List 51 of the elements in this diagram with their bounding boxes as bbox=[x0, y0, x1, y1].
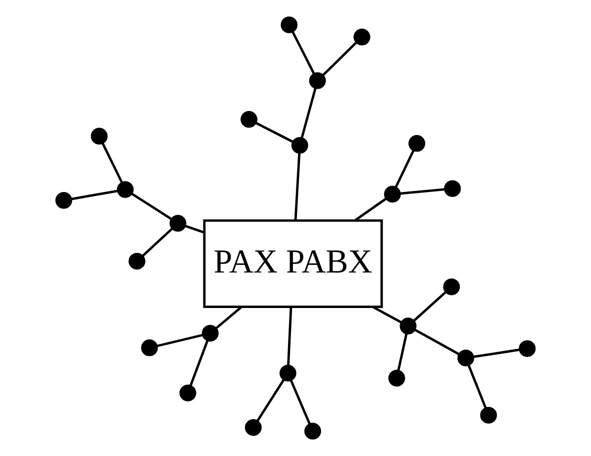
node-circle bbox=[400, 318, 416, 334]
connector bbox=[142, 228, 174, 257]
connector bbox=[414, 328, 460, 356]
node-circle bbox=[179, 384, 196, 402]
node-circle bbox=[141, 339, 158, 356]
connector bbox=[294, 153, 301, 220]
node-circle bbox=[116, 181, 134, 198]
connector bbox=[394, 150, 415, 188]
node-circle bbox=[280, 16, 298, 34]
connector bbox=[473, 348, 520, 358]
node-circle bbox=[304, 422, 322, 440]
connector bbox=[131, 192, 172, 220]
connector bbox=[300, 88, 317, 138]
connector bbox=[467, 364, 487, 409]
connector bbox=[156, 334, 204, 348]
connector bbox=[413, 292, 446, 322]
node-circle bbox=[170, 214, 186, 232]
node-circle bbox=[354, 28, 370, 46]
node-circle bbox=[408, 135, 426, 152]
connector bbox=[397, 333, 408, 371]
connector bbox=[322, 42, 358, 76]
node-circle bbox=[90, 128, 108, 145]
node-circle bbox=[384, 186, 401, 203]
node-circle bbox=[309, 72, 326, 90]
connector bbox=[189, 340, 209, 386]
connector bbox=[216, 306, 242, 329]
connector bbox=[400, 188, 446, 195]
node-circle bbox=[128, 252, 146, 270]
connector bbox=[101, 142, 124, 184]
node-box: PAX PABX bbox=[203, 219, 383, 308]
node-circle bbox=[244, 419, 262, 436]
connector bbox=[71, 190, 118, 200]
node-circle bbox=[444, 180, 461, 197]
connector bbox=[256, 379, 285, 422]
node-circle bbox=[443, 278, 460, 296]
connector bbox=[292, 31, 316, 74]
node-circle bbox=[518, 340, 536, 357]
node-circle bbox=[202, 324, 219, 342]
node-circle bbox=[240, 110, 258, 128]
connector bbox=[287, 306, 292, 366]
connector bbox=[255, 122, 294, 143]
connector bbox=[372, 306, 402, 324]
node-circle bbox=[480, 406, 497, 424]
node-circle bbox=[280, 364, 296, 382]
connector bbox=[354, 198, 387, 222]
node-circle bbox=[388, 370, 406, 387]
node-circle bbox=[457, 350, 474, 366]
node-circle bbox=[55, 192, 72, 209]
connector bbox=[290, 380, 311, 424]
connector bbox=[184, 224, 204, 234]
node-circle bbox=[291, 136, 308, 154]
